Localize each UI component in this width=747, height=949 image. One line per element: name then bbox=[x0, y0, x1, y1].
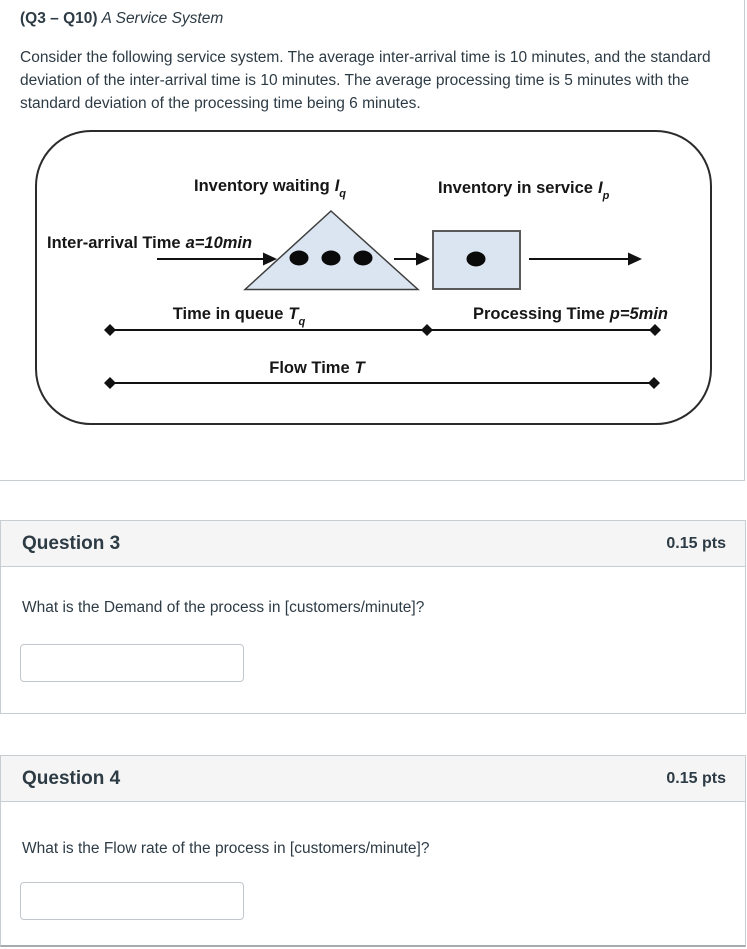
question-3-answer-input[interactable] bbox=[20, 644, 244, 682]
question-4-header: Question 4 0.15 pts bbox=[1, 756, 745, 802]
waiting-dot bbox=[289, 250, 309, 266]
departure-arrow bbox=[529, 252, 642, 266]
question-4-answer-input[interactable] bbox=[20, 882, 244, 920]
queue-processing-time-line bbox=[104, 324, 661, 336]
diamond-marker bbox=[104, 377, 116, 389]
question-prompt: What is the Flow rate of the process in … bbox=[22, 840, 430, 857]
diamond-marker bbox=[649, 324, 661, 336]
question-prompt: What is the Demand of the process in [cu… bbox=[22, 599, 425, 616]
question-3-header: Question 3 0.15 pts bbox=[1, 521, 745, 567]
scenario-text: Consider the following service system. T… bbox=[20, 49, 711, 112]
diamond-marker bbox=[648, 377, 660, 389]
diamond-marker bbox=[421, 324, 433, 336]
group-title-range: (Q3 – Q10) bbox=[20, 10, 98, 27]
diamond-marker bbox=[104, 324, 116, 336]
waiting-dot bbox=[353, 250, 373, 266]
question-title: Question 4 bbox=[22, 767, 121, 789]
waiting-dot bbox=[321, 250, 341, 266]
diagram-canvas bbox=[104, 209, 661, 389]
question-group-section: (Q3 – Q10)A Service System Consider the … bbox=[0, 0, 745, 481]
question-3-box: Question 3 0.15 pts What is the Demand o… bbox=[0, 520, 746, 714]
question-title: Question 3 bbox=[22, 532, 121, 554]
question-3-body: What is the Demand of the process in [cu… bbox=[1, 567, 745, 713]
group-title-name: A Service System bbox=[101, 10, 224, 27]
group-title: (Q3 – Q10)A Service System bbox=[20, 10, 223, 28]
to-server-arrow bbox=[394, 252, 430, 266]
question-points: 0.15 pts bbox=[666, 534, 726, 552]
question-4-body: What is the Flow rate of the process in … bbox=[1, 802, 745, 945]
queue-triangle bbox=[243, 209, 420, 291]
question-4-box: Question 4 0.15 pts What is the Flow rat… bbox=[0, 755, 746, 947]
arrival-arrow bbox=[157, 252, 277, 266]
service-dot bbox=[466, 251, 486, 267]
question-points: 0.15 pts bbox=[666, 769, 726, 787]
flow-time-line bbox=[104, 377, 660, 389]
